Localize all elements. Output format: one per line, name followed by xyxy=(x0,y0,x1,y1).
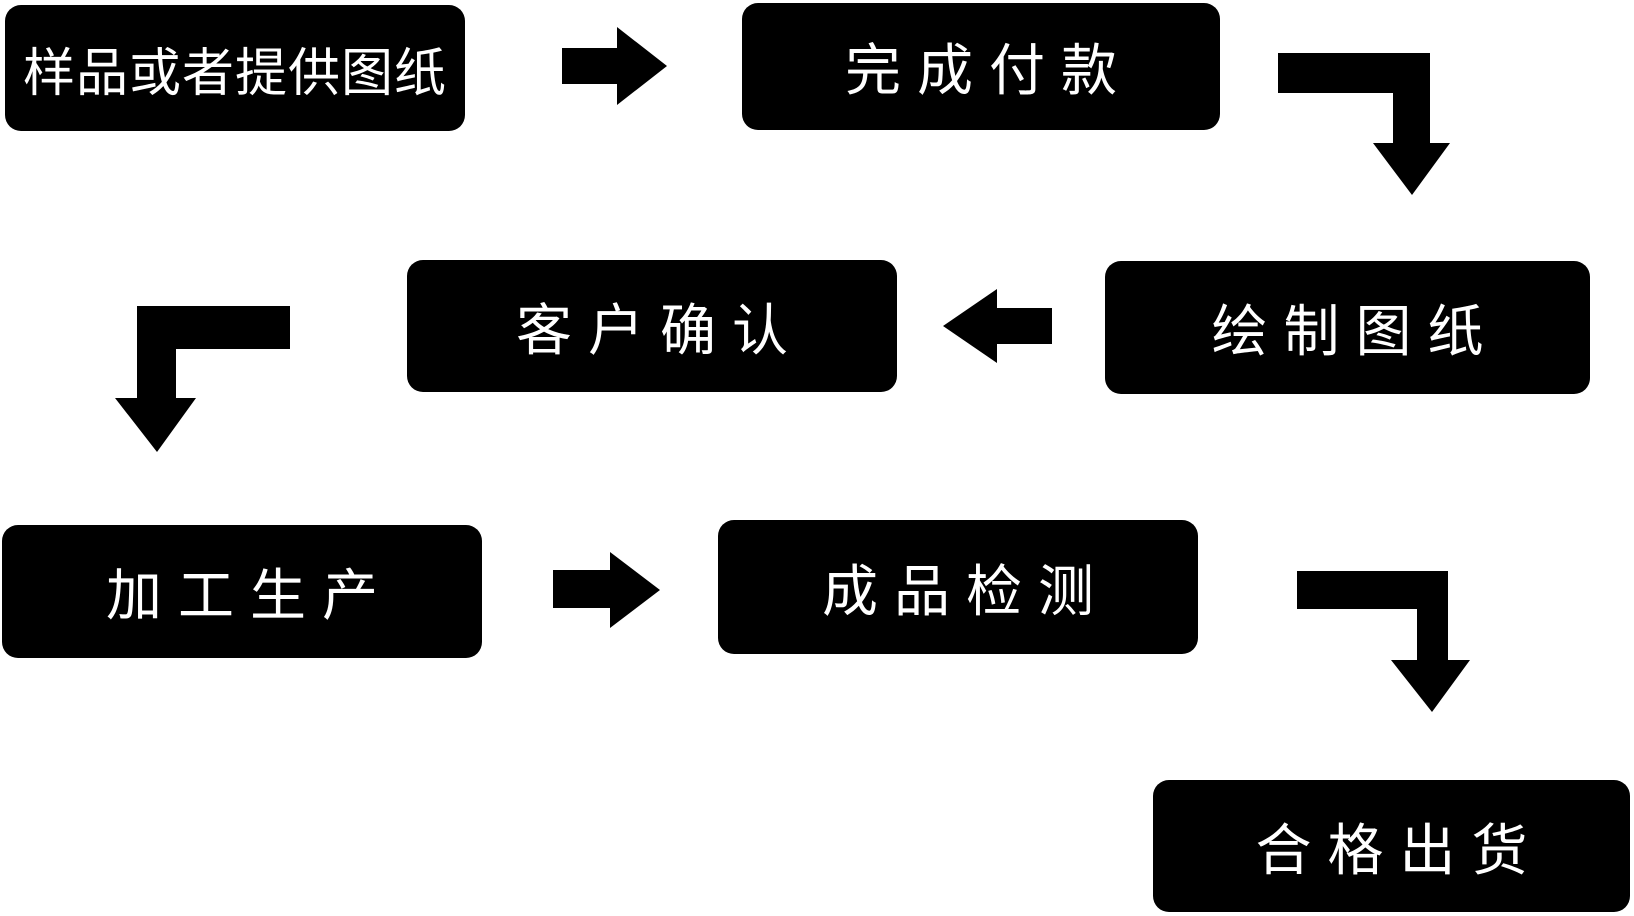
elbow-arrow-shape xyxy=(1278,53,1450,195)
elbow-arrow-shape xyxy=(115,306,290,452)
flow-node-draw-drawings: 绘制图纸 xyxy=(1105,261,1590,394)
arrow-right-icon xyxy=(553,552,660,628)
arrow-right-shape xyxy=(553,552,660,628)
elbow-down-right-arrow-icon xyxy=(1278,53,1450,195)
arrow-right-shape xyxy=(562,27,667,105)
node-label: 成品检测 xyxy=(822,559,1110,623)
flow-node-product-inspection: 成品检测 xyxy=(718,520,1198,654)
node-label: 样品或者提供图纸 xyxy=(22,44,447,103)
elbow-arrow-shape xyxy=(1297,571,1470,712)
flow-node-complete-payment: 完成付款 xyxy=(742,3,1220,130)
elbow-down-right-arrow-icon xyxy=(1297,571,1470,712)
flow-node-sample-or-drawings: 样品或者提供图纸 xyxy=(5,5,465,131)
node-label: 加工生产 xyxy=(106,564,394,627)
node-label: 客户确认 xyxy=(516,298,804,362)
arrow-right-icon xyxy=(562,27,667,105)
node-label: 完成付款 xyxy=(845,39,1133,102)
flow-node-customer-confirm: 客户确认 xyxy=(407,260,897,392)
elbow-down-left-arrow-icon xyxy=(115,306,290,452)
flow-node-processing-production: 加工生产 xyxy=(2,525,482,658)
arrow-left-icon xyxy=(943,289,1052,363)
flow-node-qualified-shipment: 合格出货 xyxy=(1153,780,1630,912)
arrow-left-shape xyxy=(943,289,1052,363)
node-label: 绘制图纸 xyxy=(1211,300,1500,363)
node-label: 合格出货 xyxy=(1255,818,1544,882)
